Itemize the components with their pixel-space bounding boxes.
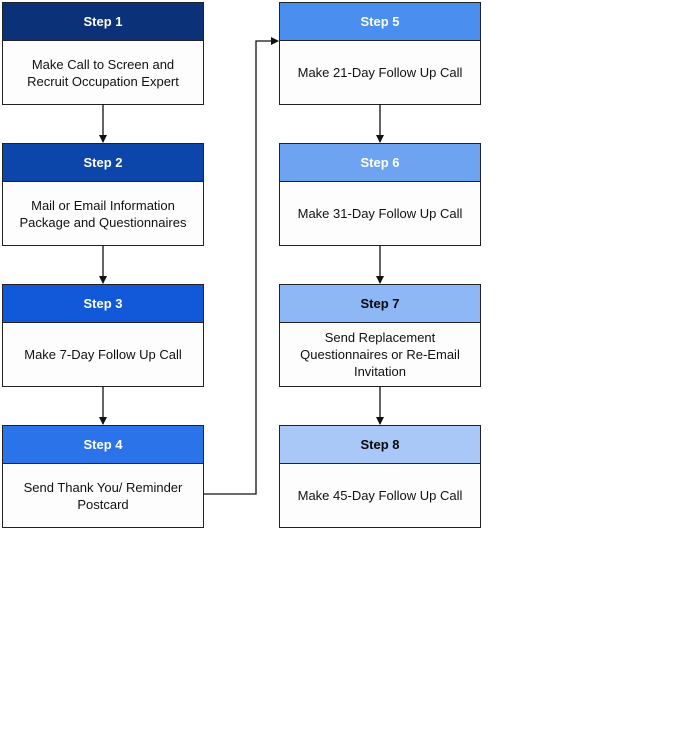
- step-2-header: Step 2: [3, 144, 203, 182]
- step-4-header: Step 4: [3, 426, 203, 464]
- step-8-box: Step 8 Make 45-Day Follow Up Call: [279, 425, 481, 528]
- step-3-box: Step 3 Make 7-Day Follow Up Call: [2, 284, 204, 387]
- step-7-box: Step 7 Send Replacement Questionnaires o…: [279, 284, 481, 387]
- step-6-header: Step 6: [280, 144, 480, 182]
- step-8-description: Make 45-Day Follow Up Call: [280, 464, 480, 527]
- step-8-header: Step 8: [280, 426, 480, 464]
- step-5-box: Step 5 Make 21-Day Follow Up Call: [279, 2, 481, 105]
- step-1-box: Step 1 Make Call to Screen and Recruit O…: [2, 2, 204, 105]
- step-2-box: Step 2 Mail or Email Information Package…: [2, 143, 204, 246]
- step-6-description: Make 31-Day Follow Up Call: [280, 182, 480, 245]
- step-6-box: Step 6 Make 31-Day Follow Up Call: [279, 143, 481, 246]
- step-1-header: Step 1: [3, 3, 203, 41]
- step-3-header: Step 3: [3, 285, 203, 323]
- step-1-description: Make Call to Screen and Recruit Occupati…: [3, 41, 203, 104]
- step-5-header: Step 5: [280, 3, 480, 41]
- step-4-description: Send Thank You/ Reminder Postcard: [3, 464, 203, 527]
- step-4-box: Step 4 Send Thank You/ Reminder Postcard: [2, 425, 204, 528]
- step-5-description: Make 21-Day Follow Up Call: [280, 41, 480, 104]
- step-3-description: Make 7-Day Follow Up Call: [3, 323, 203, 386]
- step-2-description: Mail or Email Information Package and Qu…: [3, 182, 203, 245]
- step-7-header: Step 7: [280, 285, 480, 323]
- arrow-step4-to-step5: [204, 37, 279, 495]
- step-7-description: Send Replacement Questionnaires or Re-Em…: [280, 323, 480, 386]
